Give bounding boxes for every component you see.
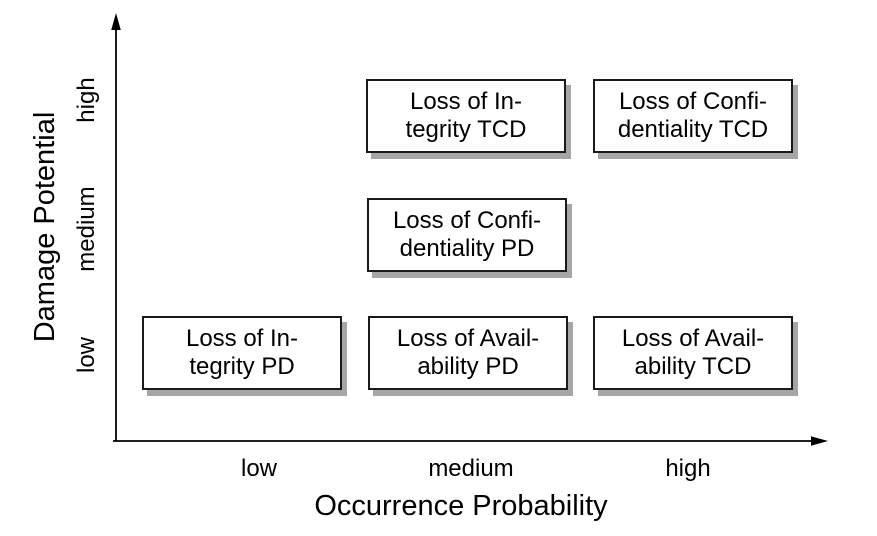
box-label-line: dentiality TCD: [617, 116, 769, 143]
box-loss-of-availability-tcd: Loss of Avail- ability TCD: [593, 316, 793, 390]
box-label-line: Loss of Avail-: [621, 325, 765, 352]
box-loss-of-integrity-pd: Loss of In- tegrity PD: [142, 316, 342, 390]
box-loss-of-integrity-tcd: Loss of In- tegrity TCD: [366, 79, 566, 153]
x-axis-arrowhead: [811, 436, 828, 446]
box-label-line: Loss of In-: [409, 88, 523, 115]
box-label-line: ability TCD: [634, 353, 752, 380]
y-tick-low: low: [73, 337, 100, 374]
box-loss-of-confidentiality-tcd: Loss of Confi- dentiality TCD: [593, 79, 793, 153]
box-label-line: Loss of In-: [185, 325, 299, 352]
box-label-line: Loss of Confi-: [392, 207, 542, 234]
box-label-line: tegrity PD: [189, 353, 295, 380]
x-tick-medium: medium: [428, 455, 514, 482]
box-label-line: dentiality PD: [399, 235, 535, 262]
box-label-line: ability PD: [417, 353, 519, 380]
x-tick-high: high: [665, 455, 711, 482]
box-label-line: Loss of Avail-: [396, 325, 540, 352]
x-tick-low: low: [240, 455, 277, 482]
y-axis-title: Damage Potential: [29, 111, 61, 343]
box-label-line: tegrity TCD: [405, 116, 527, 143]
x-axis-title: Occurrence Probability: [314, 490, 608, 522]
box-loss-of-availability-pd: Loss of Avail- ability PD: [368, 316, 568, 390]
box-label-line: Loss of Confi-: [618, 88, 768, 115]
box-loss-of-confidentiality-pd: Loss of Confi- dentiality PD: [367, 198, 567, 272]
y-axis-arrowhead: [111, 13, 121, 30]
